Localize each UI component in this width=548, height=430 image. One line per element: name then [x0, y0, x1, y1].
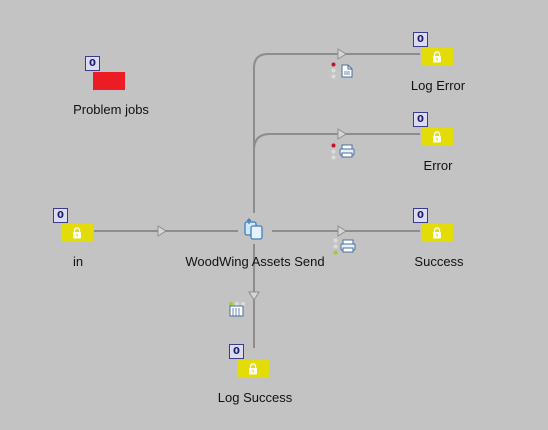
success-box	[421, 224, 453, 242]
woodwing-assets-send-label: WoodWing Assets Send	[185, 254, 325, 269]
document-icon	[341, 64, 353, 78]
status-dots	[331, 143, 336, 160]
connection-to-error[interactable]	[253, 133, 420, 151]
lock-icon	[73, 227, 81, 239]
printer-icon	[339, 144, 355, 158]
success-connection-marker[interactable]	[333, 238, 357, 261]
log-error-box	[421, 48, 453, 66]
connection-arrow-success	[337, 225, 347, 237]
log-error-connection-marker[interactable]	[331, 62, 355, 85]
success-label: Success	[414, 254, 464, 269]
connection-arrow-log-success	[248, 291, 260, 301]
status-dots	[331, 62, 336, 79]
lock-icon	[433, 131, 441, 143]
in-box	[61, 224, 93, 242]
error-connection-marker[interactable]	[331, 143, 355, 166]
file-stack-icon	[229, 305, 244, 317]
lock-icon	[433, 227, 441, 239]
lock-icon	[433, 51, 441, 63]
status-dots	[229, 302, 245, 306]
connection-to-log-error[interactable]	[253, 53, 420, 213]
connection-arrow-in	[157, 225, 167, 237]
in-label: in	[72, 254, 84, 269]
log-success-box	[237, 360, 269, 378]
status-dots	[333, 238, 338, 255]
job-count-badge: 0	[413, 112, 428, 127]
problem-jobs-box	[93, 72, 125, 90]
error-box	[421, 128, 453, 146]
woodwing-assets-send-element[interactable]	[241, 217, 267, 243]
job-count-badge: 0	[229, 344, 244, 359]
problem-jobs-label: Problem jobs	[73, 102, 149, 117]
error-label: Error	[423, 158, 453, 173]
job-count-badge: 0	[53, 208, 68, 223]
job-count-badge: 0	[413, 208, 428, 223]
printer-icon	[340, 239, 356, 253]
log-success-label: Log Success	[217, 390, 293, 405]
log-error-label: Log Error	[410, 78, 466, 93]
job-count-badge: 0	[85, 56, 100, 71]
job-count-badge: 0	[413, 32, 428, 47]
connection-arrow-error	[337, 128, 347, 140]
lock-icon	[249, 363, 257, 375]
connection-arrow-log-error	[337, 48, 347, 60]
woodwing-assets-icon	[244, 218, 263, 240]
log-success-connection-marker[interactable]	[228, 294, 248, 317]
